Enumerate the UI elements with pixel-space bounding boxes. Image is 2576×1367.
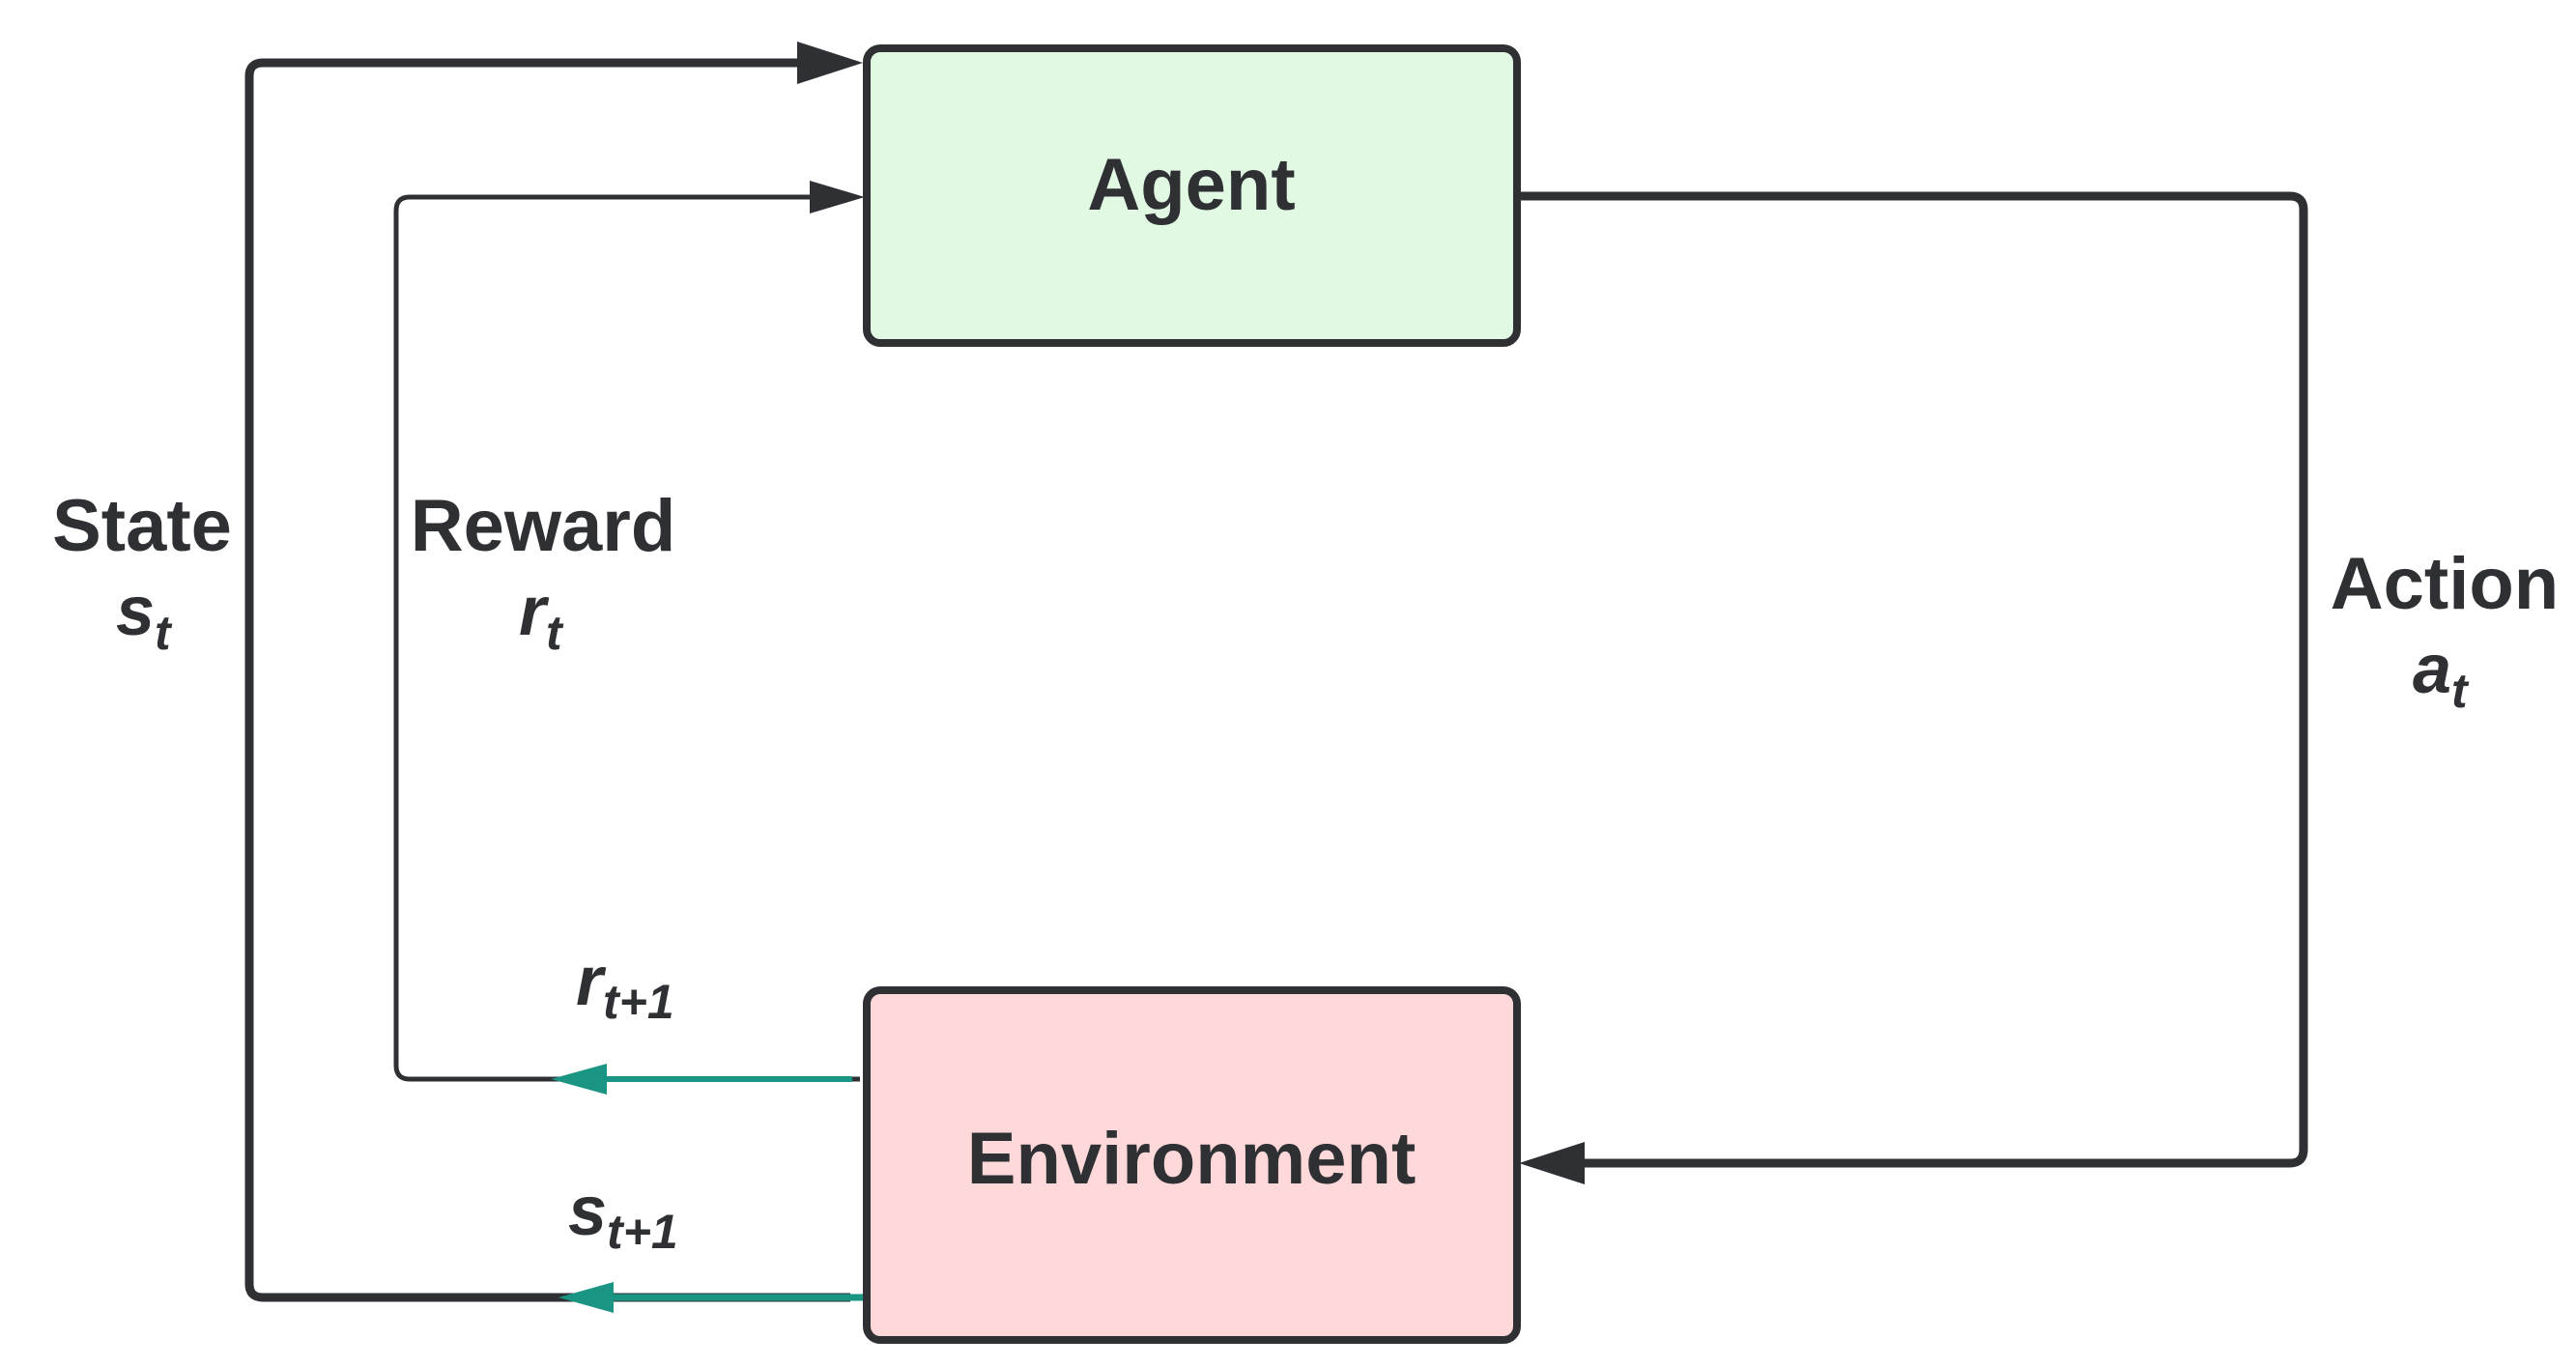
- action-line: [1521, 191, 2308, 1168]
- next-reward-arrowhead: [551, 1064, 607, 1095]
- environment-node[interactable]: Environment: [863, 986, 1521, 1344]
- environment-box: [863, 986, 1521, 1344]
- next-reward-symbol: rt+1: [576, 943, 674, 1029]
- reward-line: [393, 194, 860, 1082]
- action-label: Action: [2331, 543, 2559, 625]
- agent-label: Agent: [1087, 144, 1295, 226]
- reward-symbol-base: r: [519, 573, 550, 650]
- reward-arrowhead: [810, 181, 865, 214]
- agent-box: [863, 44, 1521, 347]
- reward-symbol: rt: [519, 573, 564, 660]
- next-state-symbol-subscript: t+1: [607, 1205, 678, 1259]
- environment-label: Environment: [967, 1118, 1417, 1200]
- state-symbol-subscript: t: [155, 606, 173, 660]
- state-arrowhead: [797, 42, 863, 84]
- action-edge: [1519, 191, 2308, 1184]
- next-state-symbol: st+1: [568, 1173, 678, 1259]
- action-arrowhead: [1519, 1142, 1585, 1184]
- action-symbol: at: [2413, 631, 2470, 718]
- action-symbol-subscript: t: [2451, 664, 2470, 718]
- next-reward-symbol-subscript: t+1: [603, 975, 674, 1029]
- next-state-arrowhead: [558, 1282, 614, 1313]
- reward-edge: [393, 181, 865, 1095]
- agent-node[interactable]: Agent: [863, 44, 1521, 347]
- action-symbol-base: a: [2413, 631, 2451, 708]
- next-reward-symbol-base: r: [576, 943, 607, 1020]
- state-symbol-base: s: [116, 573, 155, 650]
- state-line: [244, 58, 850, 1302]
- reward-symbol-subscript: t: [546, 606, 564, 660]
- state-label: State: [52, 485, 232, 567]
- state-edge: [244, 42, 863, 1313]
- state-symbol: st: [116, 573, 173, 660]
- reward-label: Reward: [411, 485, 676, 567]
- next-state-symbol-base: s: [568, 1173, 607, 1250]
